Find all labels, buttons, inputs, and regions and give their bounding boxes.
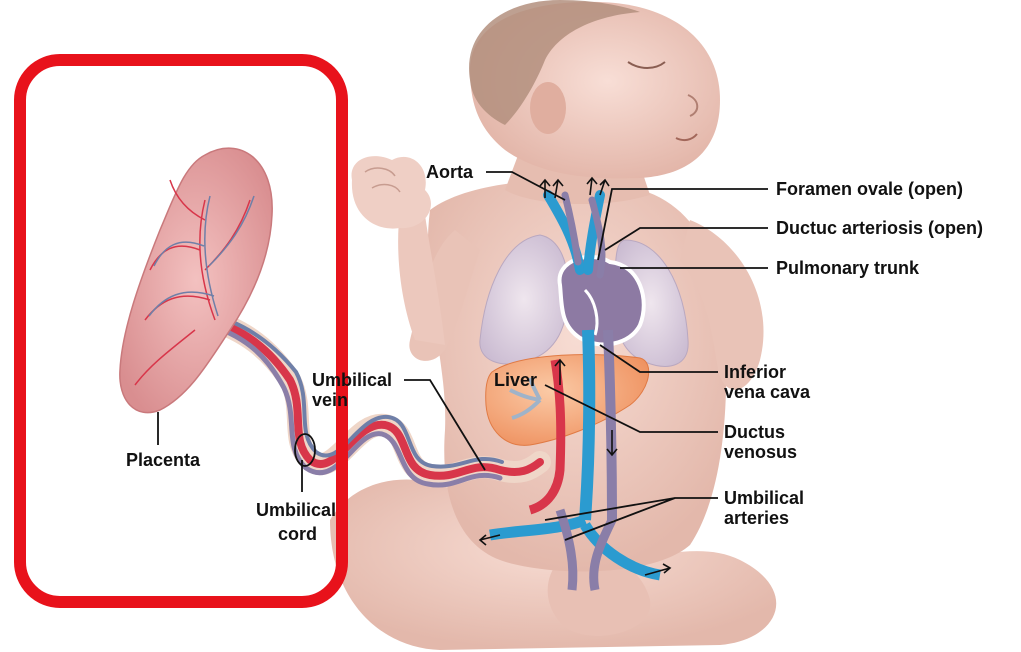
label-placenta: Placenta (126, 450, 201, 470)
baby-ear (530, 82, 566, 134)
label-foramen-ovale: Foramen ovale (open) (776, 179, 963, 199)
label-inferior-vena-cava-2: vena cava (724, 382, 811, 402)
baby-fist (352, 156, 431, 228)
placenta-shape (120, 148, 272, 412)
label-umbilical-arteries-1: Umbilical (724, 488, 804, 508)
label-pulmonary-trunk: Pulmonary trunk (776, 258, 920, 278)
label-umbilical-vein-1: Umbilical (312, 370, 392, 390)
placenta-organ (120, 148, 272, 412)
label-aorta: Aorta (426, 162, 474, 182)
descending-aorta (608, 330, 612, 520)
label-umbilical-cord-1: Umbilical (256, 500, 336, 520)
label-umbilical-arteries-2: arteries (724, 508, 789, 528)
label-ductus-venosus-2: venosus (724, 442, 797, 462)
inferior-vena-cava-vessel (585, 330, 589, 520)
label-inferior-vena-cava-1: Inferior (724, 362, 786, 382)
label-liver: Liver (494, 370, 537, 390)
label-umbilical-vein-2: vein (312, 390, 348, 410)
label-ductus-arteriosus: Ductuc arteriosis (open) (776, 218, 983, 238)
label-ductus-venosus-1: Ductus (724, 422, 785, 442)
label-umbilical-cord-2: cord (278, 524, 317, 544)
